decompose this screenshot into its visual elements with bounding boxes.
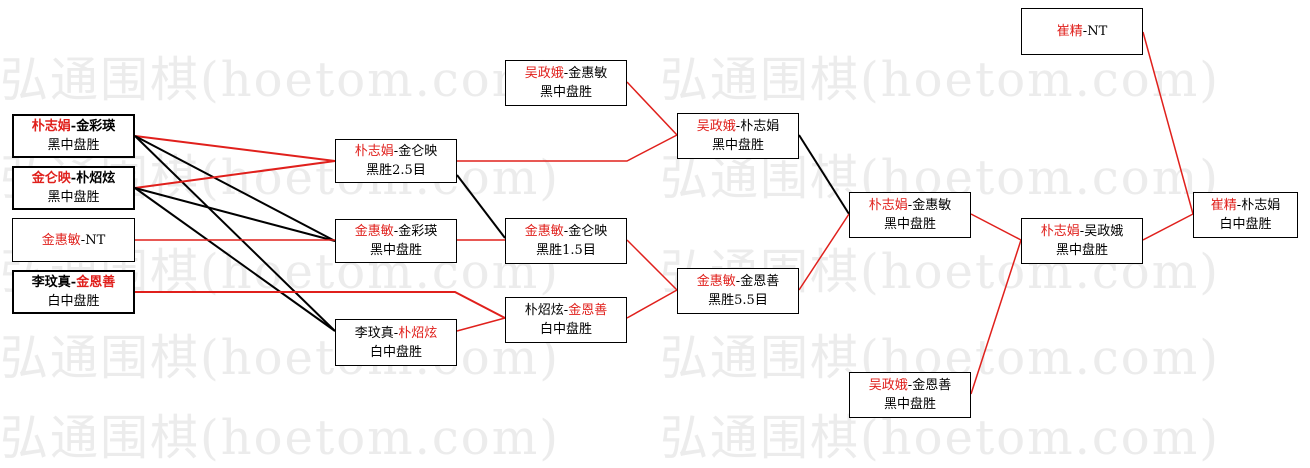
connector-line — [134, 187, 336, 332]
winner-name: 朴志娟 — [868, 198, 908, 213]
match-box-r3a: 吴政娥-金惠敏 黑中盘胜 — [505, 60, 627, 106]
match-box-r3b: 金惠敏-金仑映 黑胜1.5目 — [505, 218, 627, 264]
match-result: 黑中盘胜 — [1055, 243, 1108, 258]
loser-name: 吴政娥 — [1084, 224, 1124, 239]
loser-name: 李玟真 — [354, 325, 394, 341]
match-box-r1a: 朴志娟-金彩瑛 黑中盘胜 — [12, 114, 135, 158]
loser-name: 金惠敏 — [568, 66, 608, 81]
watermark-row: 弘通围棋(hoetom.com) — [0, 330, 560, 386]
match-result: 黑中盘胜 — [711, 138, 764, 153]
match-box-r2a: 朴志娟-金仑映 黑胜2.5目 — [335, 139, 457, 183]
loser-name: 金仑映 — [398, 144, 438, 159]
winner-name: 金惠敏 — [524, 224, 564, 239]
match-result: 白中盘胜 — [47, 294, 100, 309]
connector-line — [970, 213, 1022, 241]
match-result: 黑胜2.5目 — [366, 163, 426, 178]
loser-name: NT — [1087, 24, 1108, 39]
connector-line — [626, 81, 678, 136]
connector-line — [134, 135, 336, 332]
match-result: 黑胜5.5目 — [708, 293, 768, 308]
connector-line — [798, 213, 850, 291]
match-result: 白中盘胜 — [369, 344, 422, 360]
winner-name: 崔精 — [1210, 198, 1237, 213]
winner-name: 朴志娟 — [1040, 224, 1080, 239]
match-box-r1c: 金惠敏-NT — [12, 218, 135, 262]
winner-name: 金惠敏 — [354, 224, 394, 239]
loser-name: 金恩善 — [912, 378, 952, 393]
match-box-r2c: 李玟真-朴炤炫 白中盘胜 — [335, 319, 457, 366]
match-result: 白中盘胜 — [539, 322, 592, 337]
connector-line — [134, 187, 336, 242]
match-box-r1b: 金仑映-朴炤炫 黑中盘胜 — [12, 166, 135, 210]
connector-line — [1142, 31, 1194, 215]
connector-line — [456, 317, 506, 332]
connector-line — [457, 134, 678, 162]
winner-name: 吴政娥 — [696, 119, 736, 134]
connector-line — [456, 174, 506, 239]
winner-name: 朴志娟 — [31, 119, 71, 134]
winner-name: 金仑映 — [31, 171, 71, 186]
loser-name: 金仑映 — [568, 224, 608, 239]
match-box-r1d: 李玟真-金恩善 白中盘胜 — [12, 270, 135, 314]
match-result: 黑中盘胜 — [883, 397, 936, 412]
winner-name: 吴政娥 — [868, 378, 908, 393]
connector-line — [626, 239, 678, 291]
winner-name: 金惠敏 — [41, 232, 81, 248]
loser-name: 金惠敏 — [912, 198, 952, 213]
loser-name: 朴炤炫 — [76, 171, 116, 186]
watermark-row: 弘通围棋(hoetom.com) — [0, 52, 560, 108]
match-box-r7a: 崔精-NT — [1021, 8, 1143, 55]
match-result: 黑中盘胜 — [47, 138, 100, 153]
bracket-lines — [134, 31, 1194, 395]
connector-line — [134, 160, 336, 189]
match-box-r3c: 朴炤炫-金恩善 白中盘胜 — [505, 297, 627, 343]
connector-line — [970, 239, 1022, 395]
winner-name: 崔精 — [1056, 24, 1083, 39]
match-result: 黑胜1.5目 — [536, 243, 596, 258]
winner-name: 金恩善 — [76, 275, 116, 290]
match-box-r6: 朴志娟-吴政娥 黑中盘胜 — [1021, 218, 1143, 264]
match-box-r4a: 吴政娥-朴志娟 黑中盘胜 — [677, 113, 799, 159]
connector-line — [135, 291, 506, 319]
connector-line — [798, 134, 850, 215]
loser-name: 金彩瑛 — [76, 119, 116, 134]
match-box-r5a: 朴志娟-金惠敏 黑中盘胜 — [849, 192, 971, 238]
loser-name: 李玟真 — [31, 275, 71, 290]
match-result: 白中盘胜 — [1219, 217, 1272, 232]
loser-name: 朴炤炫 — [524, 303, 564, 318]
match-result: 黑中盘胜 — [47, 190, 100, 205]
winner-name: 金惠敏 — [696, 274, 736, 289]
connector-line — [134, 135, 336, 242]
loser-name: 朴志娟 — [740, 119, 780, 134]
match-box-r5b: 吴政娥-金恩善 黑中盘胜 — [849, 372, 971, 418]
connector-line — [1142, 213, 1194, 241]
winner-name: 吴政娥 — [524, 66, 564, 81]
loser-name: 金彩瑛 — [398, 224, 438, 239]
winner-name: 金恩善 — [568, 303, 608, 318]
match-box-final: 崔精-朴志娟 白中盘胜 — [1193, 192, 1298, 238]
match-box-r4b: 金惠敏-金恩善 黑胜5.5目 — [677, 268, 799, 314]
match-result: 黑中盘胜 — [883, 217, 936, 232]
loser-name: 金恩善 — [740, 274, 780, 289]
connector-line — [626, 289, 678, 319]
match-result: 黑中盘胜 — [369, 243, 422, 258]
loser-name: 朴志娟 — [1241, 198, 1281, 213]
loser-name: NT — [85, 232, 106, 248]
connector-line — [134, 135, 336, 162]
winner-name: 朴志娟 — [354, 144, 394, 159]
watermark-row: 弘通围棋(hoetom.com) — [660, 52, 1220, 108]
match-box-r2b: 金惠敏-金彩瑛 黑中盘胜 — [335, 219, 457, 263]
winner-name: 朴炤炫 — [398, 325, 438, 341]
match-result: 黑中盘胜 — [539, 85, 592, 100]
